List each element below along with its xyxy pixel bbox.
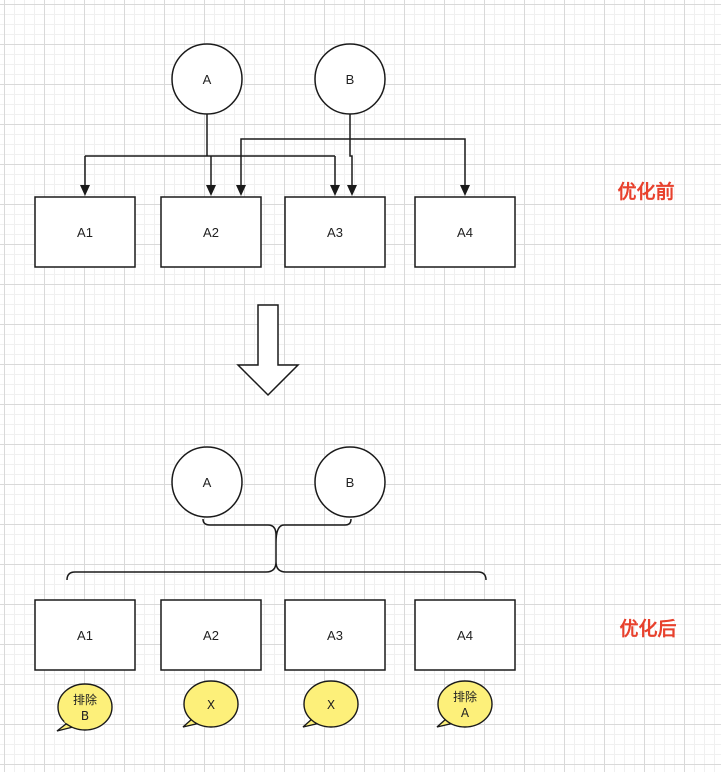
node-box-a4-after[interactable]: A4 xyxy=(414,599,516,671)
node-box-a1-after[interactable]: A1 xyxy=(34,599,136,671)
note-text: B xyxy=(81,709,89,723)
note-text: 排除 xyxy=(73,692,97,707)
node-label: A3 xyxy=(327,628,343,643)
node-circle-a-after[interactable]: A xyxy=(171,446,243,518)
arrowhead xyxy=(330,185,340,196)
node-box-a2-after[interactable]: A2 xyxy=(160,599,262,671)
note-text: A xyxy=(461,706,470,720)
after-title: 优化后 xyxy=(619,617,676,640)
note-bubble-a1: 排除 B xyxy=(56,683,113,732)
transition-arrow xyxy=(236,304,300,397)
arrowhead xyxy=(347,185,357,196)
node-circle-a-before[interactable]: A xyxy=(171,43,243,115)
node-box-a2-before[interactable]: A2 xyxy=(160,196,262,268)
node-box-a1-before[interactable]: A1 xyxy=(34,196,136,268)
node-label: A3 xyxy=(327,225,343,240)
note-text: 排除 xyxy=(453,689,477,704)
before-section: A B A1 xyxy=(34,43,675,268)
node-box-a3-after[interactable]: A3 xyxy=(284,599,386,671)
note-text: X xyxy=(207,698,215,712)
note-bubble-a2: X xyxy=(182,680,239,728)
node-label: A2 xyxy=(203,225,219,240)
arrowhead xyxy=(236,185,246,196)
note-bubble-a4: 排除 A xyxy=(436,680,493,728)
node-label: A4 xyxy=(457,225,473,240)
merge-brace xyxy=(202,518,352,544)
node-label: A4 xyxy=(457,628,473,643)
node-label: A xyxy=(203,72,212,87)
node-label: A xyxy=(203,475,212,490)
edge-b-a2 xyxy=(240,138,350,187)
node-label: B xyxy=(346,72,355,87)
arrowhead xyxy=(206,185,216,196)
node-circle-b-after[interactable]: B xyxy=(314,446,386,518)
edge-b-a4 xyxy=(350,138,466,187)
arrowhead xyxy=(80,185,90,196)
node-label: A1 xyxy=(77,225,93,240)
node-box-a4-before[interactable]: A4 xyxy=(414,196,516,268)
note-bubble-a3: X xyxy=(302,680,359,728)
edges-from-a xyxy=(80,114,340,196)
arrowhead xyxy=(460,185,470,196)
after-section: A B A1 A2 A3 A4 优化后 xyxy=(34,446,677,732)
node-box-a3-before[interactable]: A3 xyxy=(284,196,386,268)
node-circle-b-before[interactable]: B xyxy=(314,43,386,115)
node-label: B xyxy=(346,475,355,490)
node-label: A2 xyxy=(203,628,219,643)
note-text: X xyxy=(327,698,335,712)
edges-from-b xyxy=(236,114,470,196)
distribute-brace xyxy=(66,543,487,581)
edge-b-a3 xyxy=(349,114,353,187)
node-label: A1 xyxy=(77,628,93,643)
before-title: 优化前 xyxy=(617,180,674,203)
